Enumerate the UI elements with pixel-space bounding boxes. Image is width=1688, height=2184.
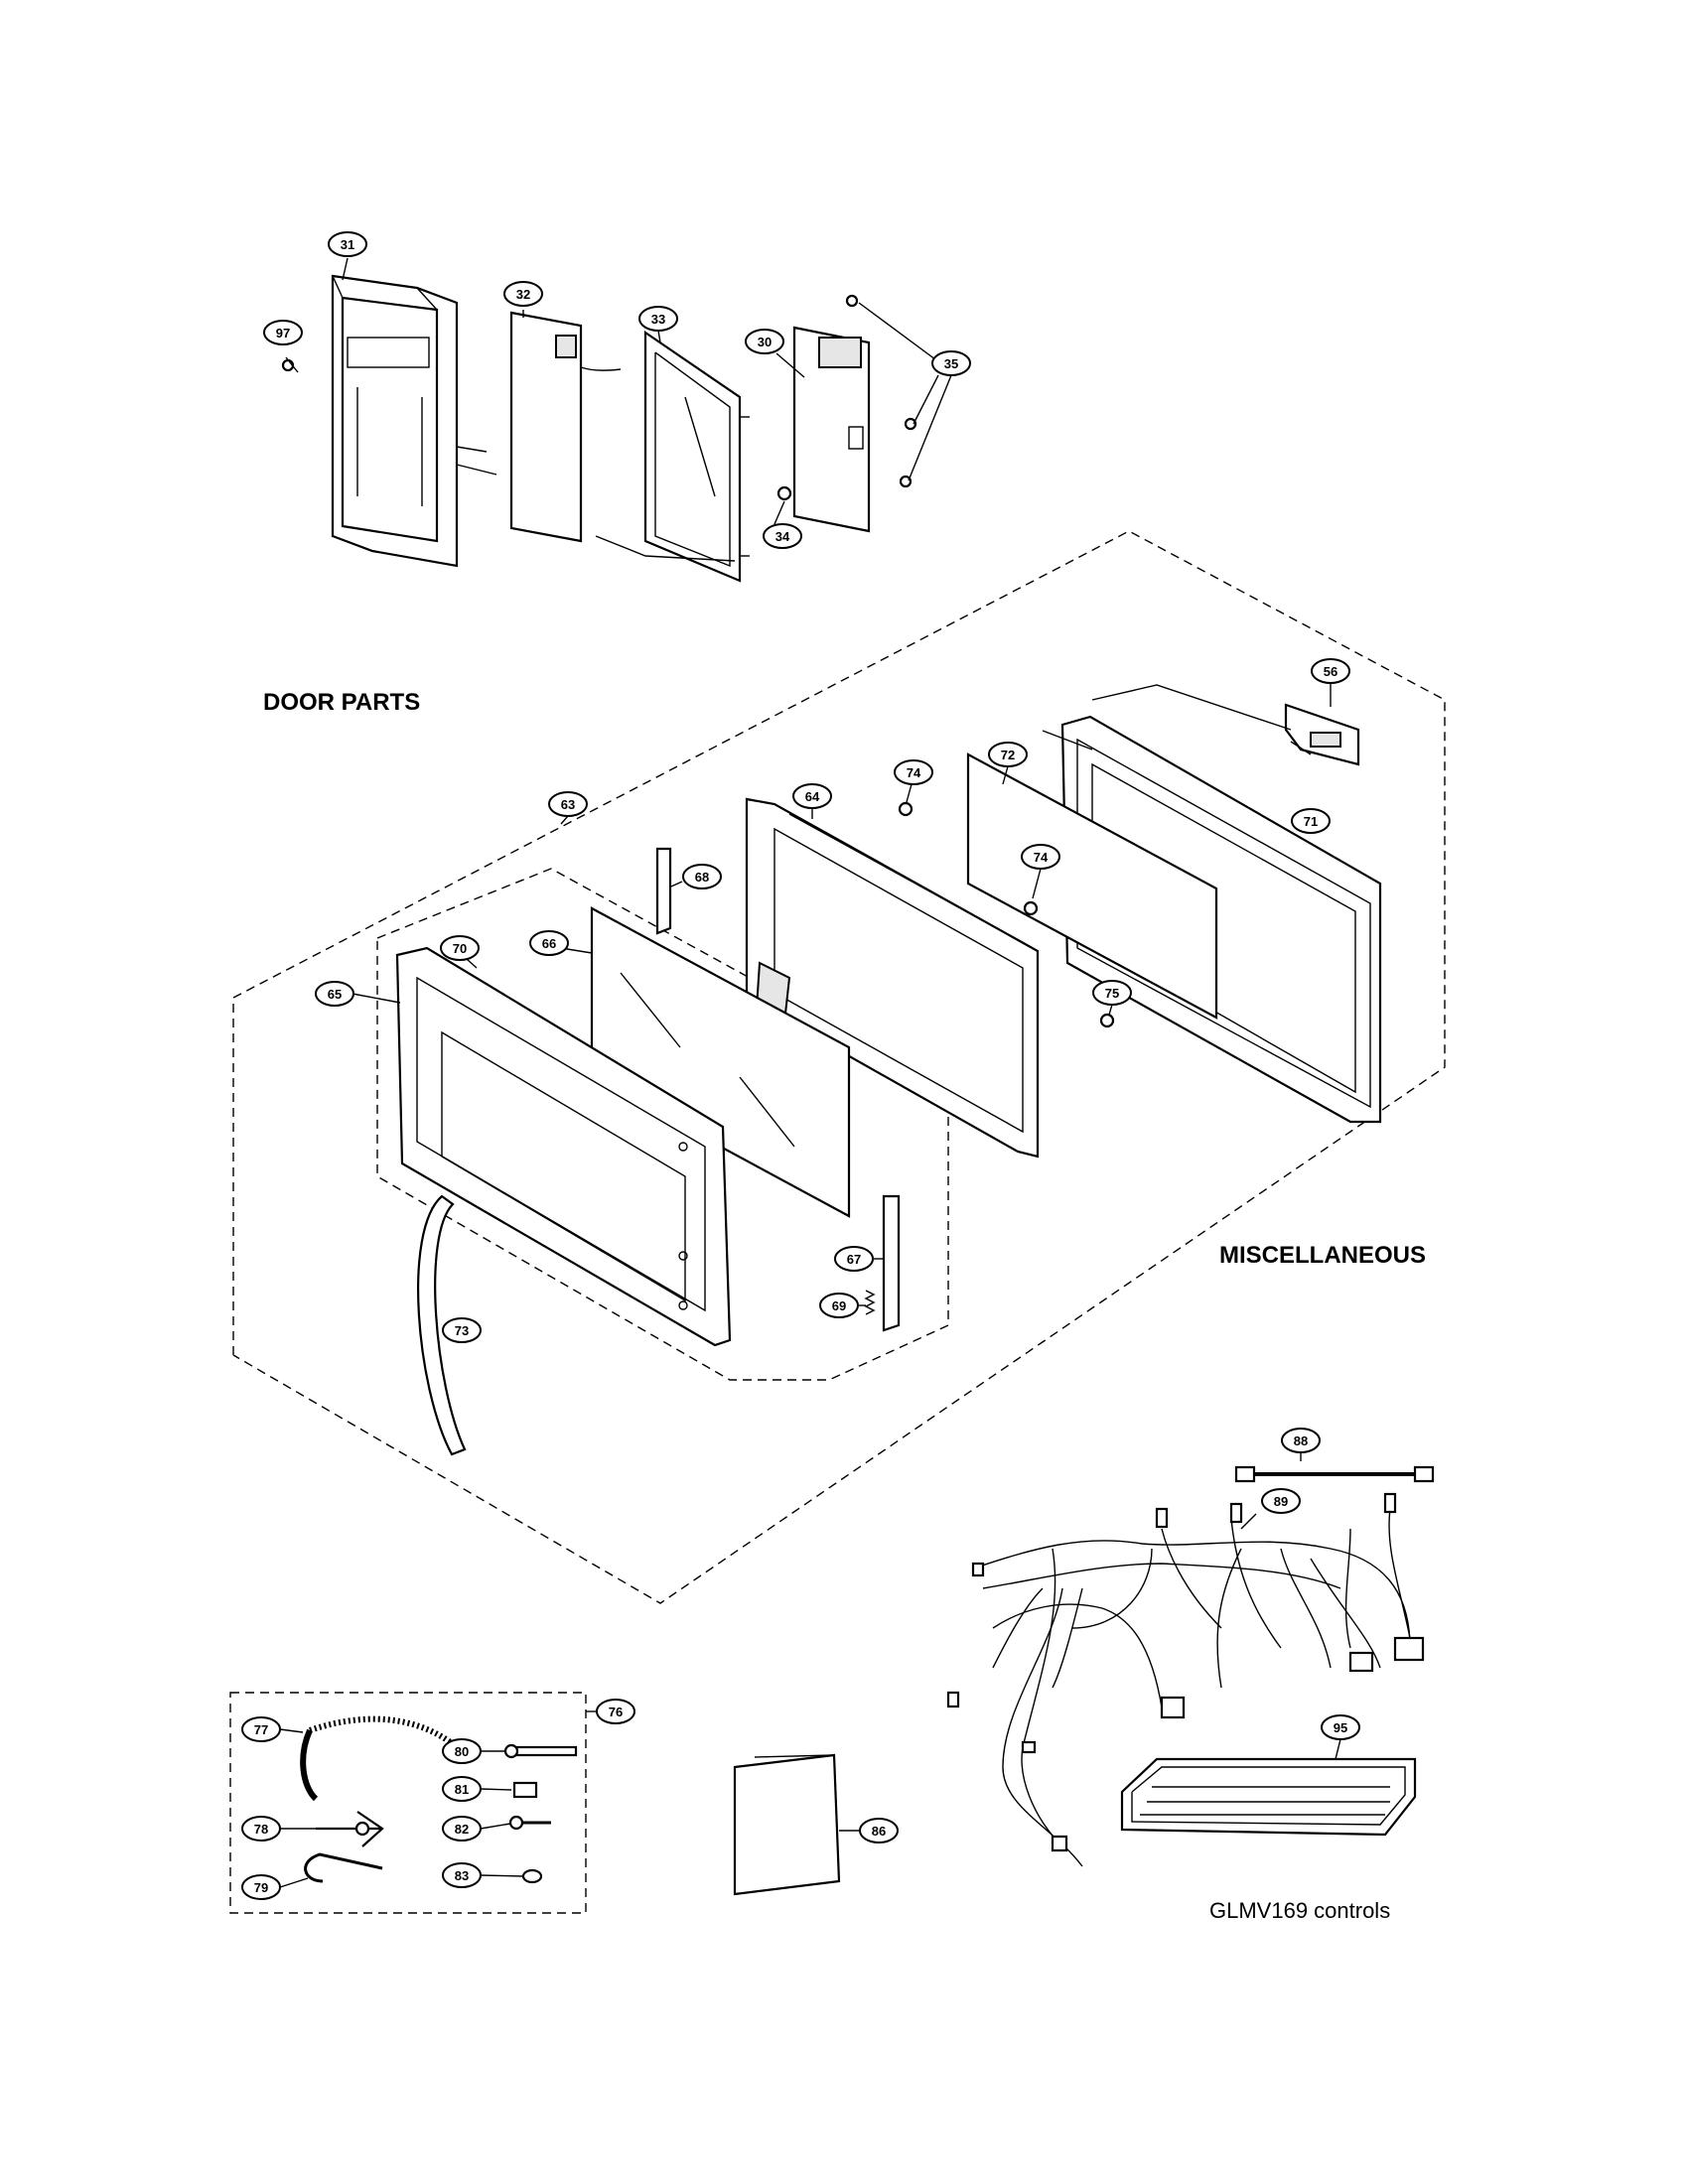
svg-text:83: 83 (455, 1868, 469, 1883)
door-glass-sheet (966, 752, 1218, 1020)
callout-67: 67 (834, 1246, 874, 1272)
screws-74-75 (898, 801, 1115, 1028)
svg-text:80: 80 (455, 1744, 469, 1759)
svg-text:89: 89 (1274, 1494, 1288, 1509)
svg-text:32: 32 (516, 287, 530, 302)
wire-harness-89 (946, 1492, 1425, 1867)
screw-34 (776, 485, 792, 501)
svg-text:65: 65 (328, 987, 342, 1002)
svg-text:56: 56 (1324, 664, 1337, 679)
svg-text:88: 88 (1294, 1433, 1308, 1448)
svg-text:86: 86 (872, 1824, 886, 1839)
svg-text:76: 76 (609, 1705, 623, 1719)
svg-text:97: 97 (276, 326, 290, 341)
pcb-assembly (792, 326, 871, 533)
svg-text:75: 75 (1105, 986, 1119, 1001)
callout-74a: 74 (894, 759, 933, 785)
callout-78: 78 (241, 1816, 281, 1842)
svg-text:81: 81 (455, 1782, 469, 1797)
svg-text:34: 34 (775, 529, 790, 544)
svg-text:70: 70 (453, 941, 467, 956)
svg-text:77: 77 (254, 1722, 268, 1737)
jumper-wire-88 (1234, 1452, 1435, 1483)
owners-manual-86 (733, 1753, 859, 1896)
callout-35: 35 (931, 350, 971, 376)
callout-95: 95 (1321, 1714, 1360, 1740)
callout-70: 70 (440, 935, 480, 961)
callout-77: 77 (241, 1716, 281, 1742)
callout-83: 83 (442, 1862, 482, 1888)
callout-69: 69 (819, 1293, 859, 1318)
callout-63: 63 (548, 791, 588, 817)
svg-text:35: 35 (944, 356, 958, 371)
callout-34: 34 (763, 523, 802, 549)
callout-89: 89 (1261, 1488, 1301, 1514)
model-caption: GLMV169 controls (1209, 1898, 1390, 1923)
callout-32: 32 (503, 281, 543, 307)
screws-35 (845, 294, 917, 488)
svg-text:74: 74 (907, 765, 921, 780)
membrane-switch (509, 311, 622, 543)
svg-text:74: 74 (1034, 850, 1049, 865)
callout-66: 66 (529, 930, 569, 956)
kit-items (300, 1710, 596, 1884)
door-frame-70 (395, 946, 732, 1347)
svg-text:68: 68 (695, 870, 709, 885)
svg-text:95: 95 (1334, 1720, 1347, 1735)
top-leader-lines (285, 257, 952, 562)
handle-73 (417, 1194, 467, 1456)
callout-74b: 74 (1021, 844, 1060, 870)
callout-65: 65 (315, 981, 354, 1007)
kit-callout-leaders (279, 1728, 524, 1888)
control-bracket (643, 330, 750, 583)
latch-56 (1284, 703, 1360, 766)
callout-68: 68 (682, 864, 722, 889)
callout-64: 64 (792, 783, 832, 809)
hook-67 (882, 1194, 901, 1332)
callout-72: 72 (988, 742, 1028, 767)
latch-68 (655, 847, 672, 935)
svg-text:64: 64 (805, 789, 820, 804)
svg-text:67: 67 (847, 1252, 861, 1267)
svg-text:71: 71 (1304, 814, 1318, 829)
callout-81: 81 (442, 1776, 482, 1802)
installation-kit-box (229, 1692, 587, 1914)
screw-97 (281, 358, 295, 372)
callout-80: 80 (442, 1738, 482, 1764)
svg-text:31: 31 (341, 237, 354, 252)
miscellaneous-heading: MISCELLANEOUS (1219, 1242, 1426, 1269)
callout-56: 56 (1311, 658, 1350, 684)
svg-text:72: 72 (1001, 748, 1015, 762)
callout-82: 82 (442, 1816, 482, 1842)
callout-30: 30 (745, 329, 784, 354)
svg-text:66: 66 (542, 936, 556, 951)
callout-79: 79 (241, 1874, 281, 1900)
callout-75: 75 (1092, 980, 1132, 1006)
spring-69 (864, 1290, 876, 1315)
callout-71: 71 (1291, 808, 1331, 834)
callout-97: 97 (263, 320, 303, 345)
callout-73: 73 (442, 1317, 482, 1343)
glass-66 (590, 906, 851, 1218)
control-panel-frame (331, 274, 488, 568)
svg-text:63: 63 (561, 797, 575, 812)
svg-text:33: 33 (651, 312, 665, 327)
callout-88: 88 (1281, 1428, 1321, 1453)
svg-text:69: 69 (832, 1298, 846, 1313)
svg-text:79: 79 (254, 1880, 268, 1895)
callout-76: 76 (596, 1699, 635, 1724)
svg-text:30: 30 (758, 335, 772, 349)
callout-33: 33 (638, 306, 678, 332)
svg-text:78: 78 (254, 1822, 268, 1837)
door-parts-heading: DOOR PARTS (263, 689, 420, 716)
callout-31: 31 (328, 231, 367, 257)
callout-86: 86 (859, 1818, 899, 1843)
svg-text:82: 82 (455, 1822, 469, 1837)
svg-text:73: 73 (455, 1323, 469, 1338)
cooking-rack-95 (1120, 1738, 1417, 1837)
